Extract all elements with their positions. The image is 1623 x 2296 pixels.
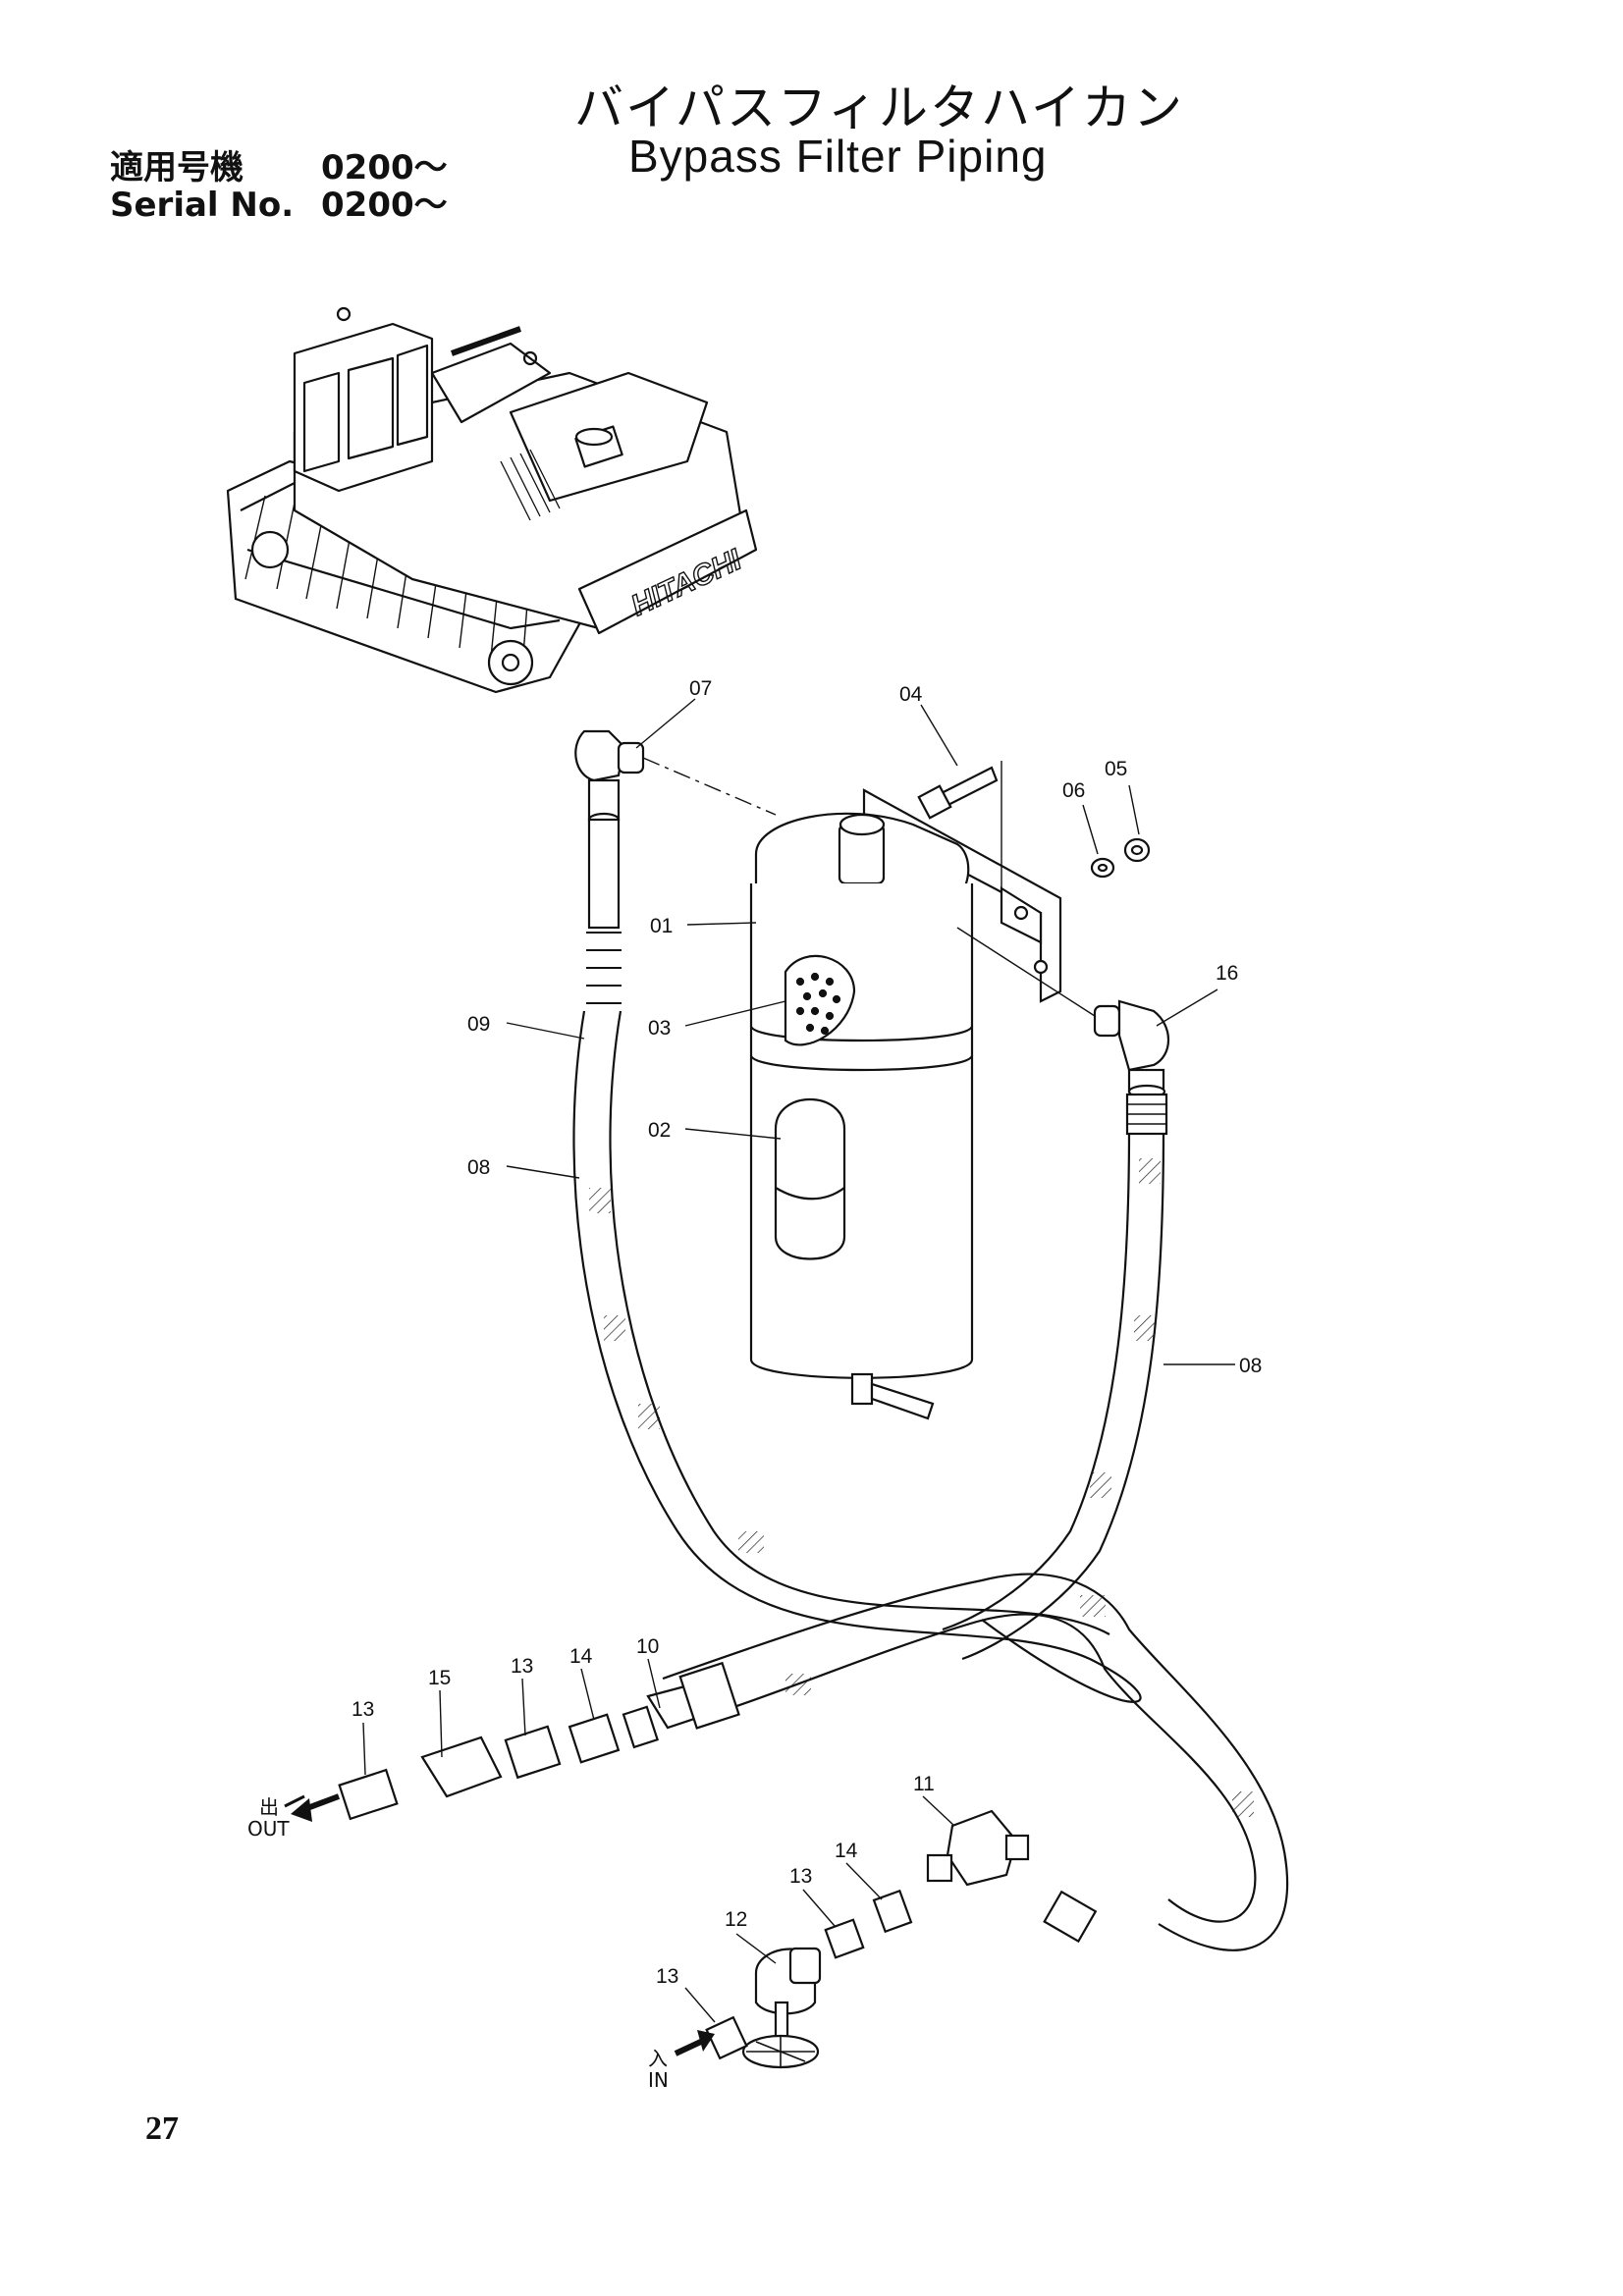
callout-09: 09 <box>467 1013 490 1036</box>
callout-10: 10 <box>636 1635 659 1658</box>
centerline <box>956 927 1096 1017</box>
bypass-filter <box>749 788 1062 1420</box>
callout-13-out: 13 <box>352 1698 374 1721</box>
callout-03: 03 <box>648 1017 671 1040</box>
callout-14-top: 14 <box>569 1645 593 1668</box>
callout-16: 16 <box>1216 962 1238 985</box>
title-english: Bypass Filter Piping <box>628 131 1048 182</box>
elbow-fitting-07 <box>574 729 645 828</box>
in-arrowhead <box>697 2030 715 2052</box>
callout-12: 12 <box>725 1908 747 1931</box>
serial-jp-value: 0200～ <box>321 148 448 187</box>
callout-06: 06 <box>1062 779 1085 802</box>
serial-jp-row: 適用号機 0200～ <box>110 149 448 187</box>
callout-05: 05 <box>1105 758 1127 780</box>
serial-en-value: 0200～ <box>321 186 448 225</box>
out-label-jp: 出 <box>259 1795 279 1819</box>
callout-07: 07 <box>689 677 712 700</box>
flow-labels: 出 OUT 入 IN <box>247 1795 669 2092</box>
callout-08-right: 08 <box>1239 1355 1262 1377</box>
callout-14-low: 14 <box>835 1840 858 1862</box>
serial-jp-label: 適用号機 <box>110 148 243 187</box>
out-label-en: OUT <box>247 1817 290 1841</box>
callout-04: 04 <box>899 683 923 706</box>
out-arrowhead <box>291 1798 312 1822</box>
callout-02: 02 <box>648 1119 671 1142</box>
elbow-fitting-16 <box>1093 999 1169 1099</box>
mounting-hardware <box>917 761 1151 923</box>
in-label-jp: 入 <box>648 2047 668 2070</box>
in-label-en: IN <box>648 2068 669 2092</box>
serial-en-row: Serial No. 0200～ <box>110 187 448 224</box>
callout-11: 11 <box>913 1773 935 1795</box>
excavator-illustration <box>226 306 758 694</box>
in-arrow <box>674 2037 707 2056</box>
centerline <box>642 757 777 816</box>
leader-lines <box>362 698 1235 2023</box>
title-japanese: バイパスフィルタハイカン <box>574 80 1184 136</box>
callout-13-in: 13 <box>656 1965 678 1988</box>
hoses <box>572 818 1289 1951</box>
outlet-fittings <box>284 1661 740 1821</box>
callout-15: 15 <box>428 1667 451 1689</box>
page-number: 27 <box>145 2110 179 2147</box>
callout-01: 01 <box>650 915 673 937</box>
callout-13-mid: 13 <box>511 1655 533 1678</box>
callout-13-low: 13 <box>789 1865 812 1888</box>
callout-labels: 07 04 05 06 01 16 09 03 02 08 08 13 15 1… <box>352 677 1262 1988</box>
serial-en-label: Serial No. <box>110 186 295 225</box>
callout-08-left: 08 <box>467 1156 490 1179</box>
inlet-fittings <box>705 1809 1098 2069</box>
